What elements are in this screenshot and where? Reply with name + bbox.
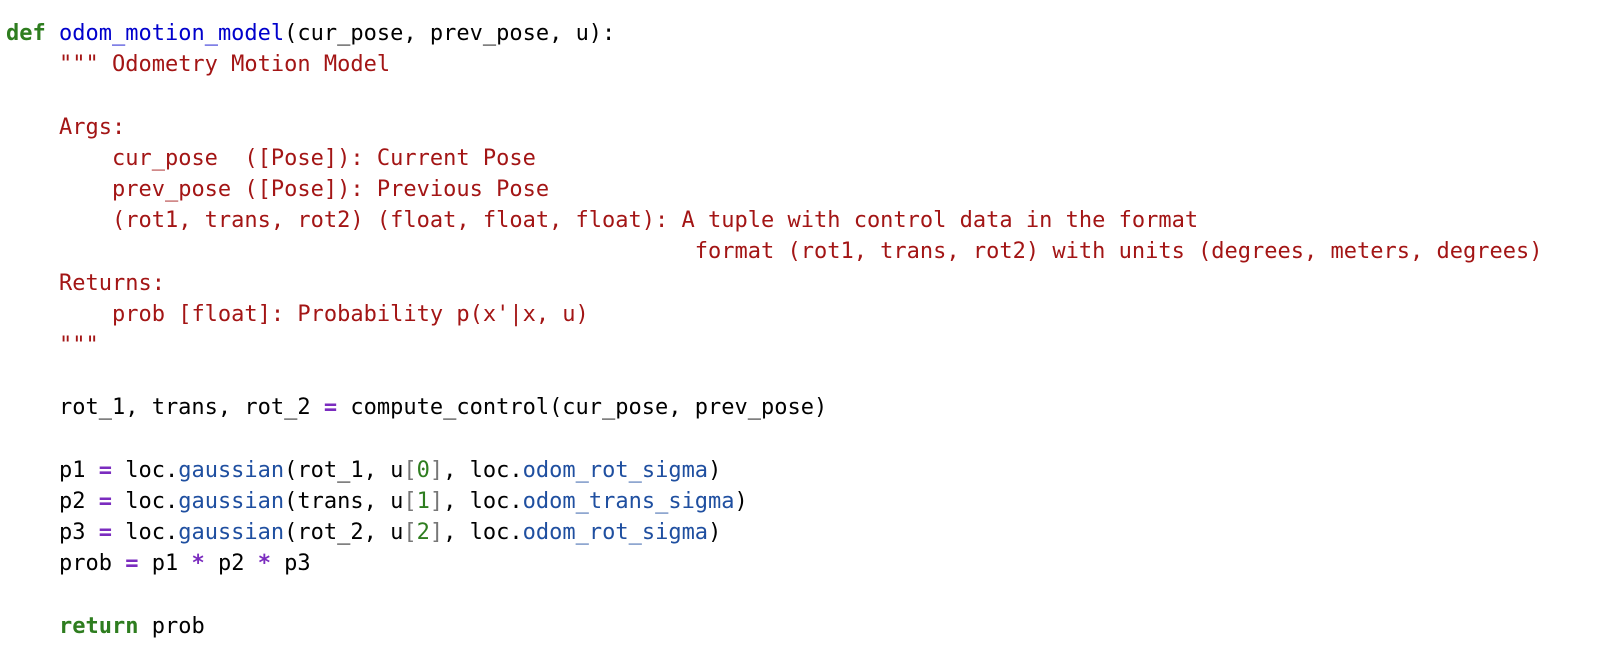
code-bracket: [ [403, 520, 417, 545]
code-text: p2 [6, 488, 99, 514]
code-text: (cur_pose, prev_pose, u): [284, 21, 616, 46]
code-text: p1 [138, 551, 192, 577]
code-text: loc. [111, 457, 179, 483]
code-text [46, 21, 59, 46]
code-text [6, 146, 112, 171]
code-attribute: odom_rot_sigma [522, 520, 709, 545]
code-string: Args: [58, 114, 126, 140]
code-text: ) [708, 457, 722, 483]
code-bracket: [ [403, 457, 417, 483]
code-text [6, 177, 112, 202]
code-line [6, 579, 1542, 610]
code-text: , loc. [443, 457, 523, 483]
code-operator: = [125, 551, 139, 577]
code-string: """ [58, 332, 99, 358]
code-number: 1 [416, 488, 430, 514]
code-attribute: gaussian [178, 488, 285, 514]
code-bracket: ] [429, 520, 444, 545]
code-text: p3 [6, 520, 99, 545]
code-line: p3 = loc.gaussian(rot_2, u[2], loc.odom_… [6, 517, 1542, 548]
code-text [6, 614, 59, 639]
code-operator: = [323, 395, 338, 421]
code-function-name: odom_motion_model [59, 21, 285, 46]
code-line [6, 80, 1542, 111]
code-text: (rot_2, u [284, 520, 404, 545]
code-text: p3 [270, 551, 311, 577]
code-text: prob [138, 613, 205, 639]
code-line: p1 = loc.gaussian(rot_1, u[0], loc.odom_… [6, 455, 1542, 486]
code-attribute: odom_trans_sigma [522, 488, 735, 514]
code-block: def odom_motion_model(cur_pose, prev_pos… [6, 18, 1542, 642]
code-operator: = [98, 457, 112, 483]
code-line: (rot1, trans, rot2) (float, float, float… [6, 205, 1542, 236]
code-text: prob [6, 551, 126, 577]
code-string: prob [float]: Probability p(x'|x, u) [111, 301, 589, 327]
code-line [6, 423, 1542, 454]
code-text: rot_1, trans, rot_2 [6, 395, 324, 421]
code-bracket: ] [429, 488, 444, 514]
code-text: compute_control(cur_pose, prev_pose) [337, 395, 828, 421]
code-keyword: return [58, 613, 139, 639]
code-text: , loc. [443, 520, 523, 545]
code-text: loc. [111, 488, 179, 514]
code-text: ) [708, 520, 722, 545]
code-text: (trans, u [284, 488, 404, 514]
code-line: Returns: [6, 268, 1542, 299]
code-operator: * [191, 551, 205, 577]
code-line: """ Odometry Motion Model [6, 49, 1542, 80]
code-line: rot_1, trans, rot_2 = compute_control(cu… [6, 392, 1542, 423]
code-string: prev_pose ([Pose]): Previous Pose [111, 176, 550, 202]
code-text: , loc. [443, 488, 523, 514]
code-text: ) [734, 488, 748, 514]
code-attribute: odom_rot_sigma [522, 457, 709, 483]
code-line: prev_pose ([Pose]): Previous Pose [6, 174, 1542, 205]
code-string: """ Odometry Motion Model [58, 52, 391, 78]
code-line: format (rot1, trans, rot2) with units (d… [6, 236, 1543, 267]
code-text [6, 302, 112, 327]
code-line: prob [float]: Probability p(x'|x, u) [6, 299, 1542, 330]
code-number: 0 [416, 457, 430, 483]
code-text [6, 115, 59, 140]
code-operator: * [257, 551, 271, 577]
code-attribute: gaussian [178, 457, 285, 483]
code-line: """ [6, 330, 1542, 361]
code-line: def odom_motion_model(cur_pose, prev_pos… [6, 18, 1542, 49]
code-line: return prob [6, 611, 1542, 642]
code-text [6, 239, 695, 264]
code-string: Returns: [58, 270, 165, 296]
code-keyword: def [6, 21, 46, 46]
code-number: 2 [416, 520, 430, 545]
code-text [6, 52, 59, 77]
code-text [6, 208, 112, 233]
code-text: (rot_1, u [284, 457, 404, 483]
code-text: p1 [6, 457, 99, 483]
code-bracket: ] [429, 457, 444, 483]
code-string: cur_pose ([Pose]): Current Pose [111, 145, 536, 171]
code-text: p2 [204, 551, 258, 577]
code-line: cur_pose ([Pose]): Current Pose [6, 143, 1542, 174]
code-line: p2 = loc.gaussian(trans, u[1], loc.odom_… [6, 486, 1542, 517]
code-text [6, 333, 59, 358]
code-text: loc. [111, 520, 179, 545]
code-attribute: gaussian [178, 520, 285, 545]
code-operator: = [98, 520, 112, 545]
code-string: format (rot1, trans, rot2) with units (d… [694, 239, 1543, 265]
code-text [6, 271, 59, 296]
code-line [6, 361, 1542, 392]
code-bracket: [ [403, 488, 417, 514]
code-string: (rot1, trans, rot2) (float, float, float… [111, 208, 1199, 234]
code-line: Args: [6, 112, 1542, 143]
code-line: prob = p1 * p2 * p3 [6, 548, 1542, 579]
code-operator: = [98, 488, 112, 514]
